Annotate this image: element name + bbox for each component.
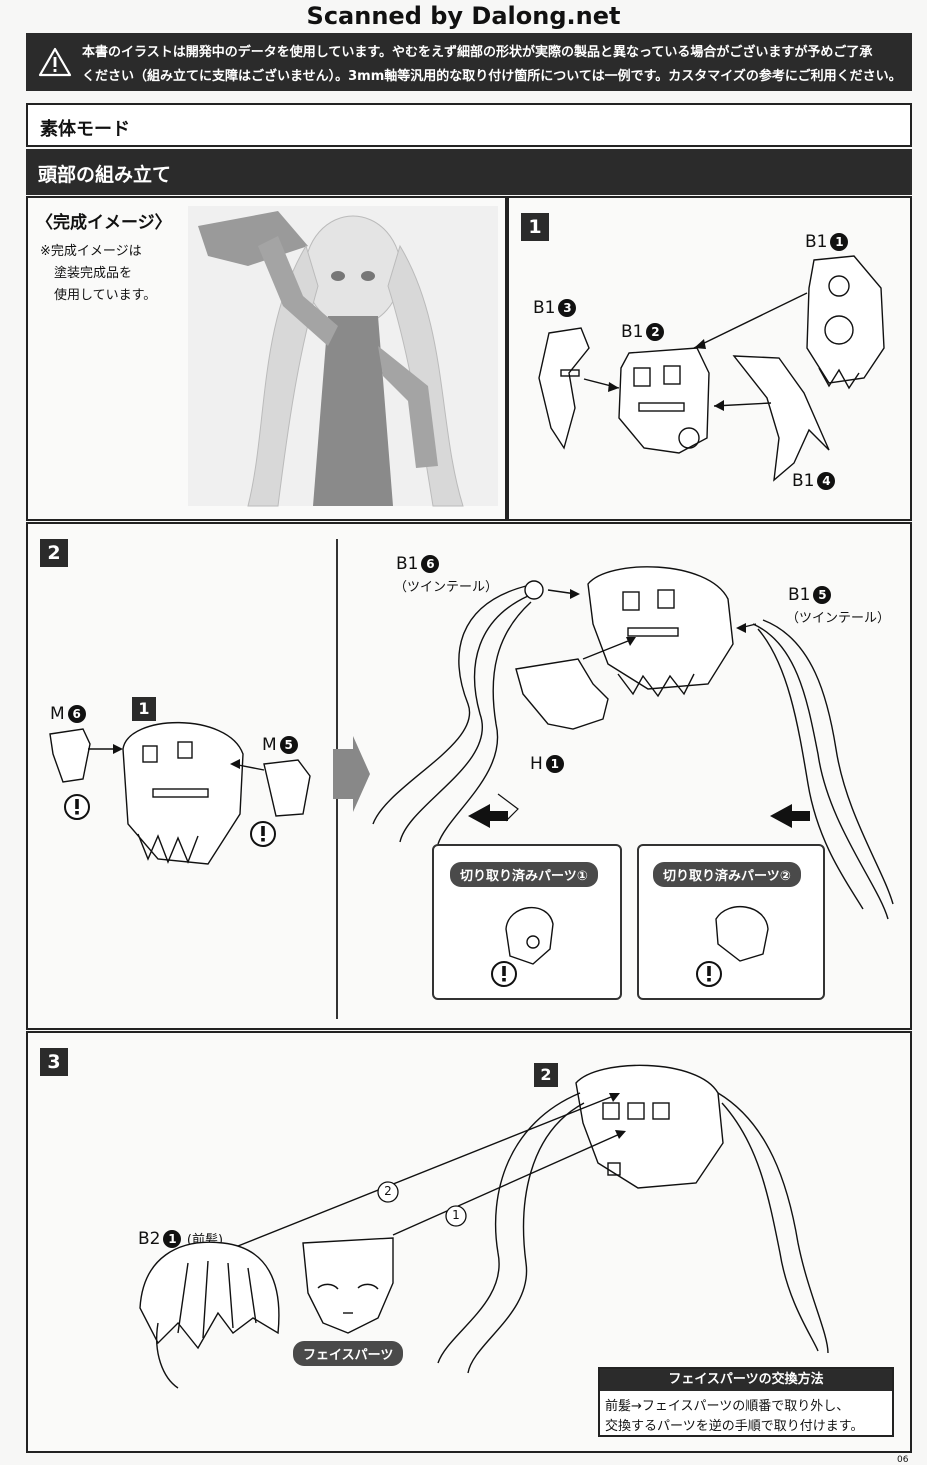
face-swap-info-line2: 交換するパーツを逆の手順で取り付けます。 [605,1419,864,1434]
warning-triangle-icon [38,47,72,77]
preview-panel: 〈完成イメージ〉 ※完成イメージは 塗装完成品を 使用しています。 [26,196,507,521]
warning-text-line1: 本書のイラストは開発中のデータを使用しています。やむをえず細部の形状が実際の製品… [82,45,873,60]
cut-parts-label-1: 切り取り済みパーツ① [450,862,598,887]
step2-sub-ref: 1 [132,697,156,721]
section-bar: 頭部の組み立て [26,149,912,195]
caution-icon-m5 [250,821,276,847]
preview-note-line2: 塗装完成品を [54,266,133,281]
step2-diagram [49,566,894,987]
order-badge-1 [445,1205,467,1227]
face-swap-info-box: フェイスパーツの交換方法 前髪→フェイスパーツの順番で取り外し、 交換するパーツ… [598,1367,894,1437]
caution-icon-cut1 [491,961,517,987]
warning-text-line2: ください（組み立てに支障はございません）。3mm軸等汎用的な取り付け箇所について… [82,69,902,84]
caution-icon-cut2 [696,961,722,987]
face-swap-info-line1: 前髪→フェイスパーツの順番で取り外し、 [605,1399,850,1414]
mode-bar: 素体モード [26,103,912,147]
preview-heading: 〈完成イメージ〉 [36,213,172,233]
step3-sub-ref: 2 [534,1063,558,1087]
twintail-note-left: （ツインテール） [394,580,499,595]
mode-title: 素体モード [40,119,130,140]
preview-note-line1: ※完成イメージは [40,244,142,259]
scan-credit: Scanned by Dalong.net [306,2,621,30]
order-badge-1-label: 1 [452,1208,460,1222]
finished-figure-image [188,206,498,507]
step2-number: 2 [40,539,68,567]
twintail-note-right: （ツインテール） [786,611,891,626]
caution-icon-m6 [64,794,90,820]
step3-number: 3 [40,1048,68,1076]
warning-banner: 本書のイラストは開発中のデータを使用しています。やむをえず細部の形状が実際の製品… [26,33,912,91]
step1-number: 1 [521,213,549,241]
order-badge-2-label: 2 [384,1184,392,1198]
step3-diagram [139,1064,829,1389]
section-title: 頭部の組み立て [38,164,172,186]
face-parts-label: フェイスパーツ [293,1341,404,1366]
cut-parts-label-2: 切り取り済みパーツ② [653,862,801,887]
order-badge-2 [377,1181,399,1203]
page-number: 06 [897,1455,909,1465]
step1-diagram [538,255,885,482]
face-swap-info-title: フェイスパーツの交換方法 [600,1369,892,1391]
preview-note-line3: 使用しています。 [54,288,157,303]
